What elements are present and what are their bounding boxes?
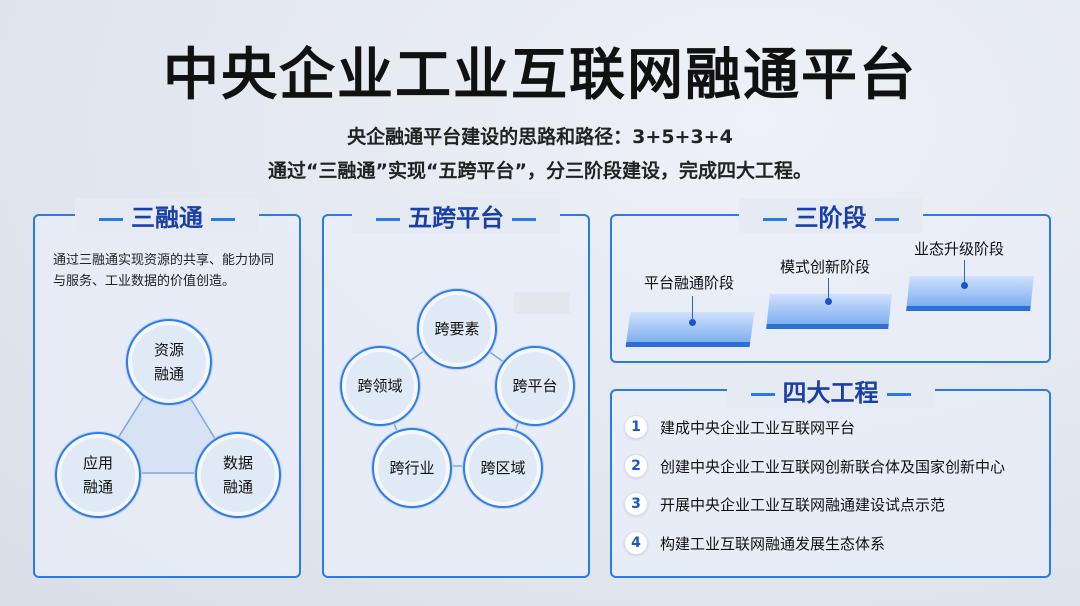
project-text: 建成中央企业工业互联网平台 bbox=[660, 418, 856, 437]
stage-plate-3 bbox=[906, 276, 1034, 311]
number-badge: 3 bbox=[624, 492, 648, 516]
triangle-connector bbox=[94, 358, 238, 474]
stage-line-1 bbox=[692, 296, 693, 322]
panel-sida: 四大工程 1 建成中央企业工业互联网平台 2 创建中央企业工业互联网创新联合体及国家… bbox=[610, 373, 1051, 578]
number-badge: 4 bbox=[624, 531, 648, 555]
project-item-4: 4 构建工业互联网融通发展生态体系 bbox=[624, 531, 885, 555]
panel-wukua: 五跨平台 跨要素 跨领域 跨平台 跨行业 跨区域 bbox=[322, 198, 590, 578]
stage-line-2 bbox=[828, 278, 829, 300]
stage-line-3 bbox=[964, 260, 965, 284]
project-text: 创建中央企业工业互联网创新联合体及国家创新中心 bbox=[660, 457, 1006, 476]
subtitle-summary: 通过“三融通”实现“五跨平台”，分三阶段建设，完成四大工程。 bbox=[268, 160, 812, 182]
project-text: 开展中央企业工业互联网融通建设试点示范 bbox=[660, 495, 946, 514]
node-resource: 资源 融通 bbox=[126, 319, 212, 405]
number-badge: 1 bbox=[624, 415, 648, 439]
project-text: 构建工业互联网融通发展生态体系 bbox=[660, 534, 886, 553]
panel-title-text: 三阶段 bbox=[794, 204, 867, 232]
subtitle-path: 央企融通平台建设的思路和路径：3+5+3+4 bbox=[347, 126, 733, 148]
panel-title-text: 五跨平台 bbox=[408, 204, 504, 232]
faded-label bbox=[514, 292, 570, 314]
panel-title-text: 四大工程 bbox=[782, 379, 879, 407]
stage-dot-2 bbox=[825, 298, 832, 305]
number-badge: 2 bbox=[624, 454, 648, 478]
panel-san-rongtong: 三融通 通过三融通实现资源的共享、能力协同与服务、工业数据的价值创造。 资源 融… bbox=[33, 198, 301, 578]
stage-label-1: 平台融通阶段 bbox=[644, 274, 735, 292]
project-item-1: 1 建成中央企业工业互联网平台 bbox=[624, 415, 855, 439]
page-title: 中央企业工业互联网融通平台 bbox=[163, 43, 917, 108]
node-cross-region: 跨区域 bbox=[463, 428, 543, 508]
node-cross-element: 跨要素 bbox=[417, 289, 497, 369]
stage-dot-3 bbox=[961, 282, 968, 289]
node-cross-platform: 跨平台 bbox=[495, 346, 575, 426]
project-item-3: 3 开展中央企业工业互联网融通建设试点示范 bbox=[624, 492, 945, 516]
panel-title-wukua: 五跨平台 bbox=[352, 198, 560, 233]
stage-label-2: 模式创新阶段 bbox=[780, 258, 871, 276]
panel-title-text: 三融通 bbox=[131, 204, 203, 232]
panel-title-san-rongtong: 三融通 bbox=[75, 198, 259, 233]
san-rongtong-desc: 通过三融通实现资源的共享、能力协同与服务、工业数据的价值创造。 bbox=[53, 253, 275, 289]
panel-title-sida: 四大工程 bbox=[726, 373, 935, 408]
node-application: 应用 融通 bbox=[55, 432, 141, 518]
node-cross-domain: 跨领域 bbox=[340, 346, 420, 426]
panel-title-sanjieduan: 三阶段 bbox=[738, 198, 923, 233]
project-item-2: 2 创建中央企业工业互联网创新联合体及国家创新中心 bbox=[624, 454, 1005, 478]
node-data: 数据 融通 bbox=[195, 432, 281, 518]
stage-dot-1 bbox=[689, 319, 696, 326]
stage-label-3: 业态升级阶段 bbox=[914, 240, 1005, 258]
stage-plate-1 bbox=[625, 312, 755, 347]
node-cross-industry: 跨行业 bbox=[372, 428, 452, 508]
panel-sanjieduan: 三阶段 平台融通阶段 模式创新阶段 业态升级阶段 bbox=[610, 198, 1051, 363]
